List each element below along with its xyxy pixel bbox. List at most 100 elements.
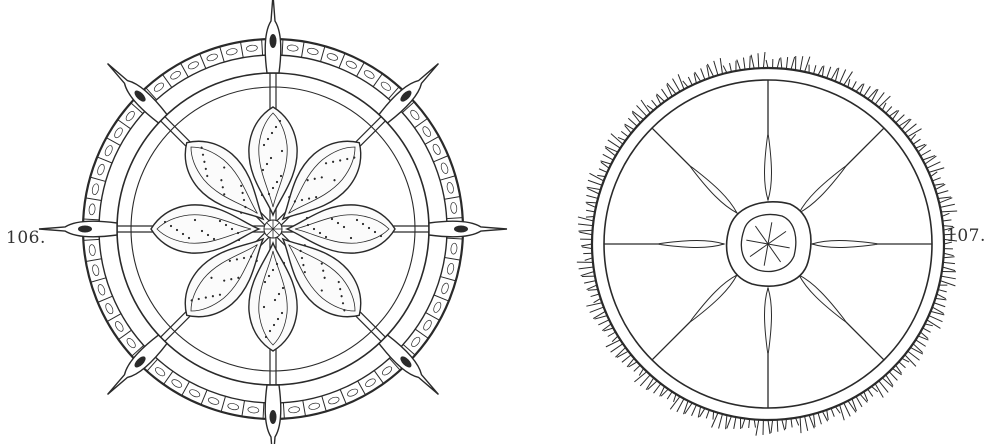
gonad-stipple bbox=[225, 224, 227, 226]
rim-cell bbox=[421, 125, 432, 138]
marginal-tentacle bbox=[786, 419, 787, 429]
rim-segment bbox=[201, 390, 207, 405]
marginal-tentacle bbox=[750, 56, 751, 69]
marginal-tentacle bbox=[628, 118, 637, 126]
gonad-stipple bbox=[176, 229, 178, 231]
rim-segment bbox=[358, 381, 366, 395]
marginal-tentacle bbox=[905, 124, 917, 133]
marginal-tentacle bbox=[589, 173, 603, 181]
marginal-tentacle bbox=[586, 202, 597, 203]
rim-cell bbox=[432, 143, 442, 156]
rim-segment bbox=[97, 157, 112, 163]
marginal-tentacle bbox=[791, 57, 795, 70]
marginal-tentacle bbox=[852, 81, 856, 89]
rim-segment bbox=[302, 42, 305, 58]
marginal-tentacle bbox=[925, 324, 933, 326]
gonad-stipple bbox=[231, 228, 233, 230]
marginal-tentacle bbox=[934, 184, 944, 185]
rim-cell bbox=[206, 53, 218, 62]
gonad-stipple bbox=[261, 194, 263, 196]
marginal-tentacle bbox=[621, 131, 628, 136]
rim-cell bbox=[345, 60, 358, 70]
marginal-tentacle bbox=[796, 418, 799, 426]
marginal-tentacle bbox=[586, 210, 595, 212]
rim-segment bbox=[340, 390, 346, 405]
rim-segment bbox=[83, 239, 99, 240]
marginal-tentacle bbox=[591, 294, 600, 297]
rim-cell bbox=[104, 144, 114, 157]
rim-segment bbox=[262, 39, 263, 55]
marginal-tentacle bbox=[848, 79, 850, 87]
rim-cell bbox=[308, 402, 320, 410]
marginal-tentacle bbox=[656, 95, 661, 104]
gonad-stipple bbox=[266, 163, 268, 165]
marginal-tentacle bbox=[844, 72, 853, 86]
rim-cell bbox=[187, 60, 200, 70]
marginal-tentacle bbox=[667, 392, 672, 400]
marginal-tentacle bbox=[943, 257, 954, 258]
gonad-stipple bbox=[362, 223, 364, 225]
marginal-tentacle bbox=[929, 168, 944, 173]
gonad-outline bbox=[765, 134, 772, 200]
marginal-tentacle bbox=[578, 224, 593, 226]
marginal-tentacle bbox=[840, 70, 846, 84]
marginal-tentacle bbox=[929, 316, 943, 322]
marginal-tentacle bbox=[827, 410, 828, 420]
marginal-tentacle bbox=[578, 217, 594, 221]
marginal-tentacle bbox=[608, 332, 616, 337]
marginal-tentacle bbox=[899, 362, 906, 368]
rim-segment bbox=[86, 259, 102, 262]
gonad-stipple bbox=[194, 219, 196, 221]
marginal-tentacle bbox=[940, 204, 955, 207]
marginal-tentacle bbox=[889, 372, 897, 381]
gonad bbox=[658, 241, 724, 248]
rim-segment bbox=[91, 278, 106, 282]
marginal-tentacle bbox=[943, 262, 955, 263]
rim-cell bbox=[113, 127, 124, 140]
marginal-tentacle bbox=[586, 203, 595, 207]
marginal-tentacle bbox=[713, 411, 714, 419]
marginal-tentacle bbox=[578, 230, 592, 231]
marginal-tentacle bbox=[786, 57, 787, 69]
marginal-tentacle bbox=[932, 178, 940, 181]
marginal-tentacle bbox=[579, 267, 594, 269]
rim-cell bbox=[91, 183, 99, 195]
marginal-tentacle bbox=[723, 66, 727, 73]
rim-cell bbox=[227, 402, 239, 410]
marginal-tentacle bbox=[771, 420, 773, 433]
marginal-tentacle bbox=[584, 281, 596, 283]
marginal-tentacle bbox=[608, 140, 621, 148]
marginal-tentacle bbox=[879, 381, 888, 393]
marginal-tentacle bbox=[844, 403, 850, 417]
marginal-tentacle bbox=[927, 162, 941, 168]
gonad-stipple bbox=[269, 330, 271, 332]
gonad-outline bbox=[688, 273, 740, 325]
marginal-tentacle bbox=[634, 365, 641, 371]
marginal-tentacle bbox=[937, 294, 946, 299]
rim-segment bbox=[98, 296, 113, 302]
marginal-tentacle bbox=[598, 320, 609, 325]
gonad-stipple bbox=[164, 221, 166, 223]
gonad-outline bbox=[688, 164, 740, 216]
marginal-tentacle bbox=[652, 100, 658, 107]
rim-segment bbox=[426, 313, 440, 321]
rim-cell bbox=[153, 81, 165, 93]
marginal-tentacle bbox=[886, 107, 892, 114]
gonad-stipple bbox=[188, 237, 190, 239]
gonad-stipple bbox=[278, 293, 280, 295]
rim-cell bbox=[346, 388, 359, 398]
marginal-tentacle bbox=[688, 77, 692, 85]
marginal-tentacle bbox=[942, 220, 951, 221]
rim-segment bbox=[107, 314, 121, 322]
rim-segment bbox=[447, 218, 463, 219]
rim-cell bbox=[96, 163, 105, 175]
tentacle bbox=[429, 221, 507, 237]
marginal-tentacle bbox=[818, 413, 821, 425]
rim-cell bbox=[287, 44, 299, 51]
marginal-tentacle bbox=[673, 79, 681, 92]
rim-cell bbox=[97, 284, 106, 296]
marginal-tentacle bbox=[777, 58, 779, 68]
gonad-outline bbox=[797, 164, 849, 216]
gonad-stipple bbox=[356, 219, 358, 221]
gonad-stipple bbox=[368, 227, 370, 229]
